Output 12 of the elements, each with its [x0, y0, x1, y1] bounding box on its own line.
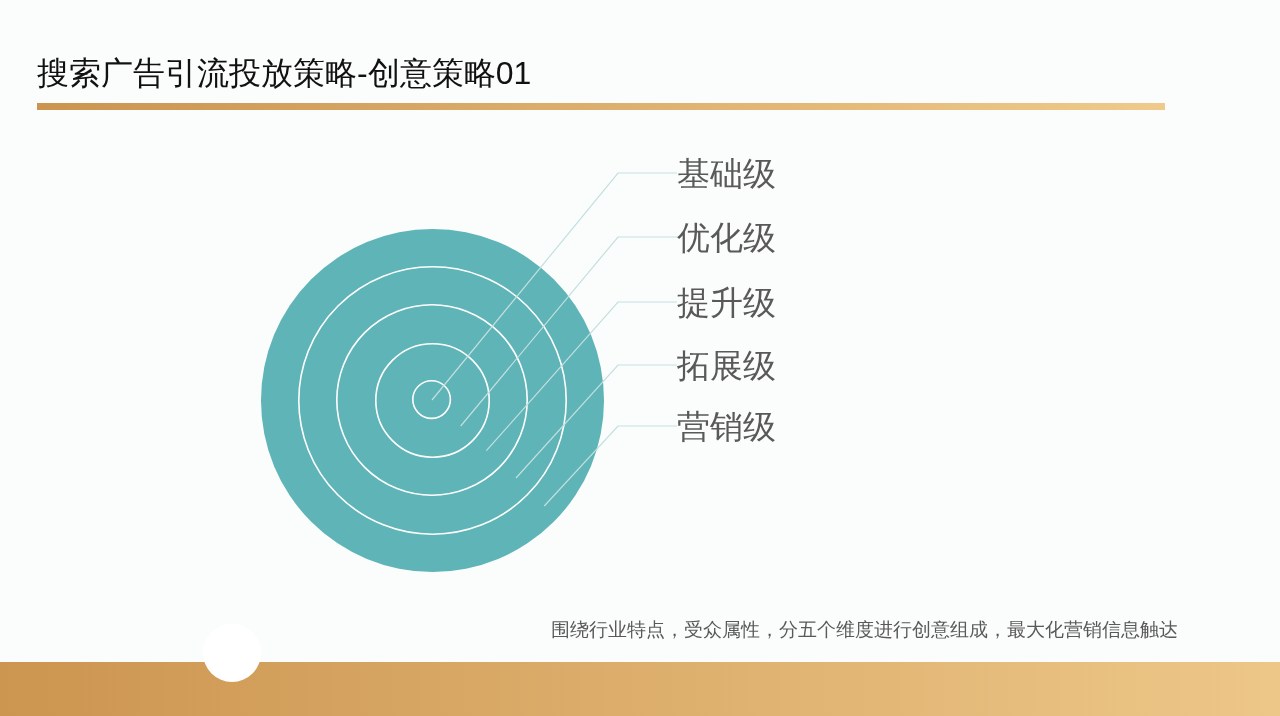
- leader-line: [515, 364, 678, 479]
- level-label: 提升级: [677, 285, 776, 319]
- caption-text: 围绕行业特点，受众属性，分五个维度进行创意组成，最大化营销信息触达: [551, 620, 1178, 640]
- leader-line: [431, 172, 678, 401]
- level-label: 拓展级: [677, 348, 776, 382]
- leader-line: [460, 236, 678, 427]
- level-label: 基础级: [677, 156, 776, 190]
- leader-line: [485, 301, 678, 452]
- level-label: 营销级: [677, 409, 776, 443]
- level-label: 优化级: [677, 220, 776, 254]
- leader-line: [543, 425, 678, 507]
- slide-title: 搜索广告引流投放策略-创意策略01: [37, 57, 532, 89]
